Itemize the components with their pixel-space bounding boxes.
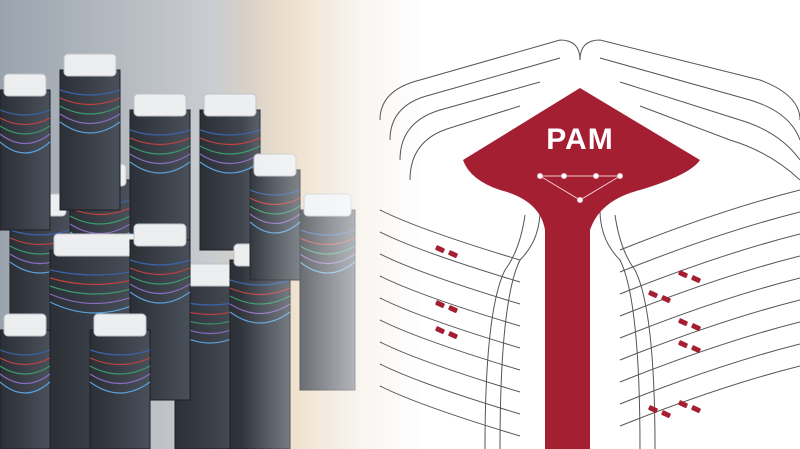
- led-indicator: [661, 410, 671, 419]
- led-indicator: [448, 331, 458, 340]
- outline-line: [379, 319, 521, 371]
- led-indicator: [448, 305, 458, 314]
- led-indicator: [648, 290, 658, 299]
- fade-overlay: [0, 0, 440, 449]
- outline-line: [379, 209, 521, 261]
- led-indicator: [435, 326, 445, 335]
- led-indicator: [691, 405, 701, 414]
- outline-line: [619, 211, 800, 273]
- status-leds: [435, 245, 701, 419]
- outline-line: [619, 299, 800, 361]
- outline-line: [379, 385, 521, 437]
- led-indicator: [435, 245, 445, 254]
- led-indicator: [678, 270, 688, 279]
- outline-line: [619, 255, 800, 317]
- led-indicator: [435, 300, 445, 309]
- outline-line: [379, 275, 521, 327]
- pam-label: PAM: [546, 123, 614, 156]
- pam-badge: [463, 88, 700, 449]
- network-node-icon: [537, 173, 623, 203]
- outline-line: [619, 189, 800, 251]
- outline-line: [619, 365, 800, 427]
- led-indicator: [448, 250, 458, 259]
- outline-line: [379, 341, 521, 393]
- outline-line: [379, 297, 521, 349]
- outline-line: [379, 363, 521, 415]
- outline-line: [619, 321, 800, 383]
- led-indicator: [648, 405, 658, 414]
- led-indicator: [678, 400, 688, 409]
- led-indicator: [691, 323, 701, 332]
- outline-line: [379, 231, 521, 283]
- outline-line: [619, 343, 800, 405]
- server-outline: [379, 39, 800, 449]
- led-indicator: [678, 318, 688, 327]
- led-indicator: [691, 345, 701, 354]
- led-indicator: [678, 340, 688, 349]
- outline-line: [619, 277, 800, 339]
- led-indicator: [691, 275, 701, 284]
- led-indicator: [661, 295, 671, 304]
- outline-line: [619, 233, 800, 295]
- outline-line: [379, 253, 521, 305]
